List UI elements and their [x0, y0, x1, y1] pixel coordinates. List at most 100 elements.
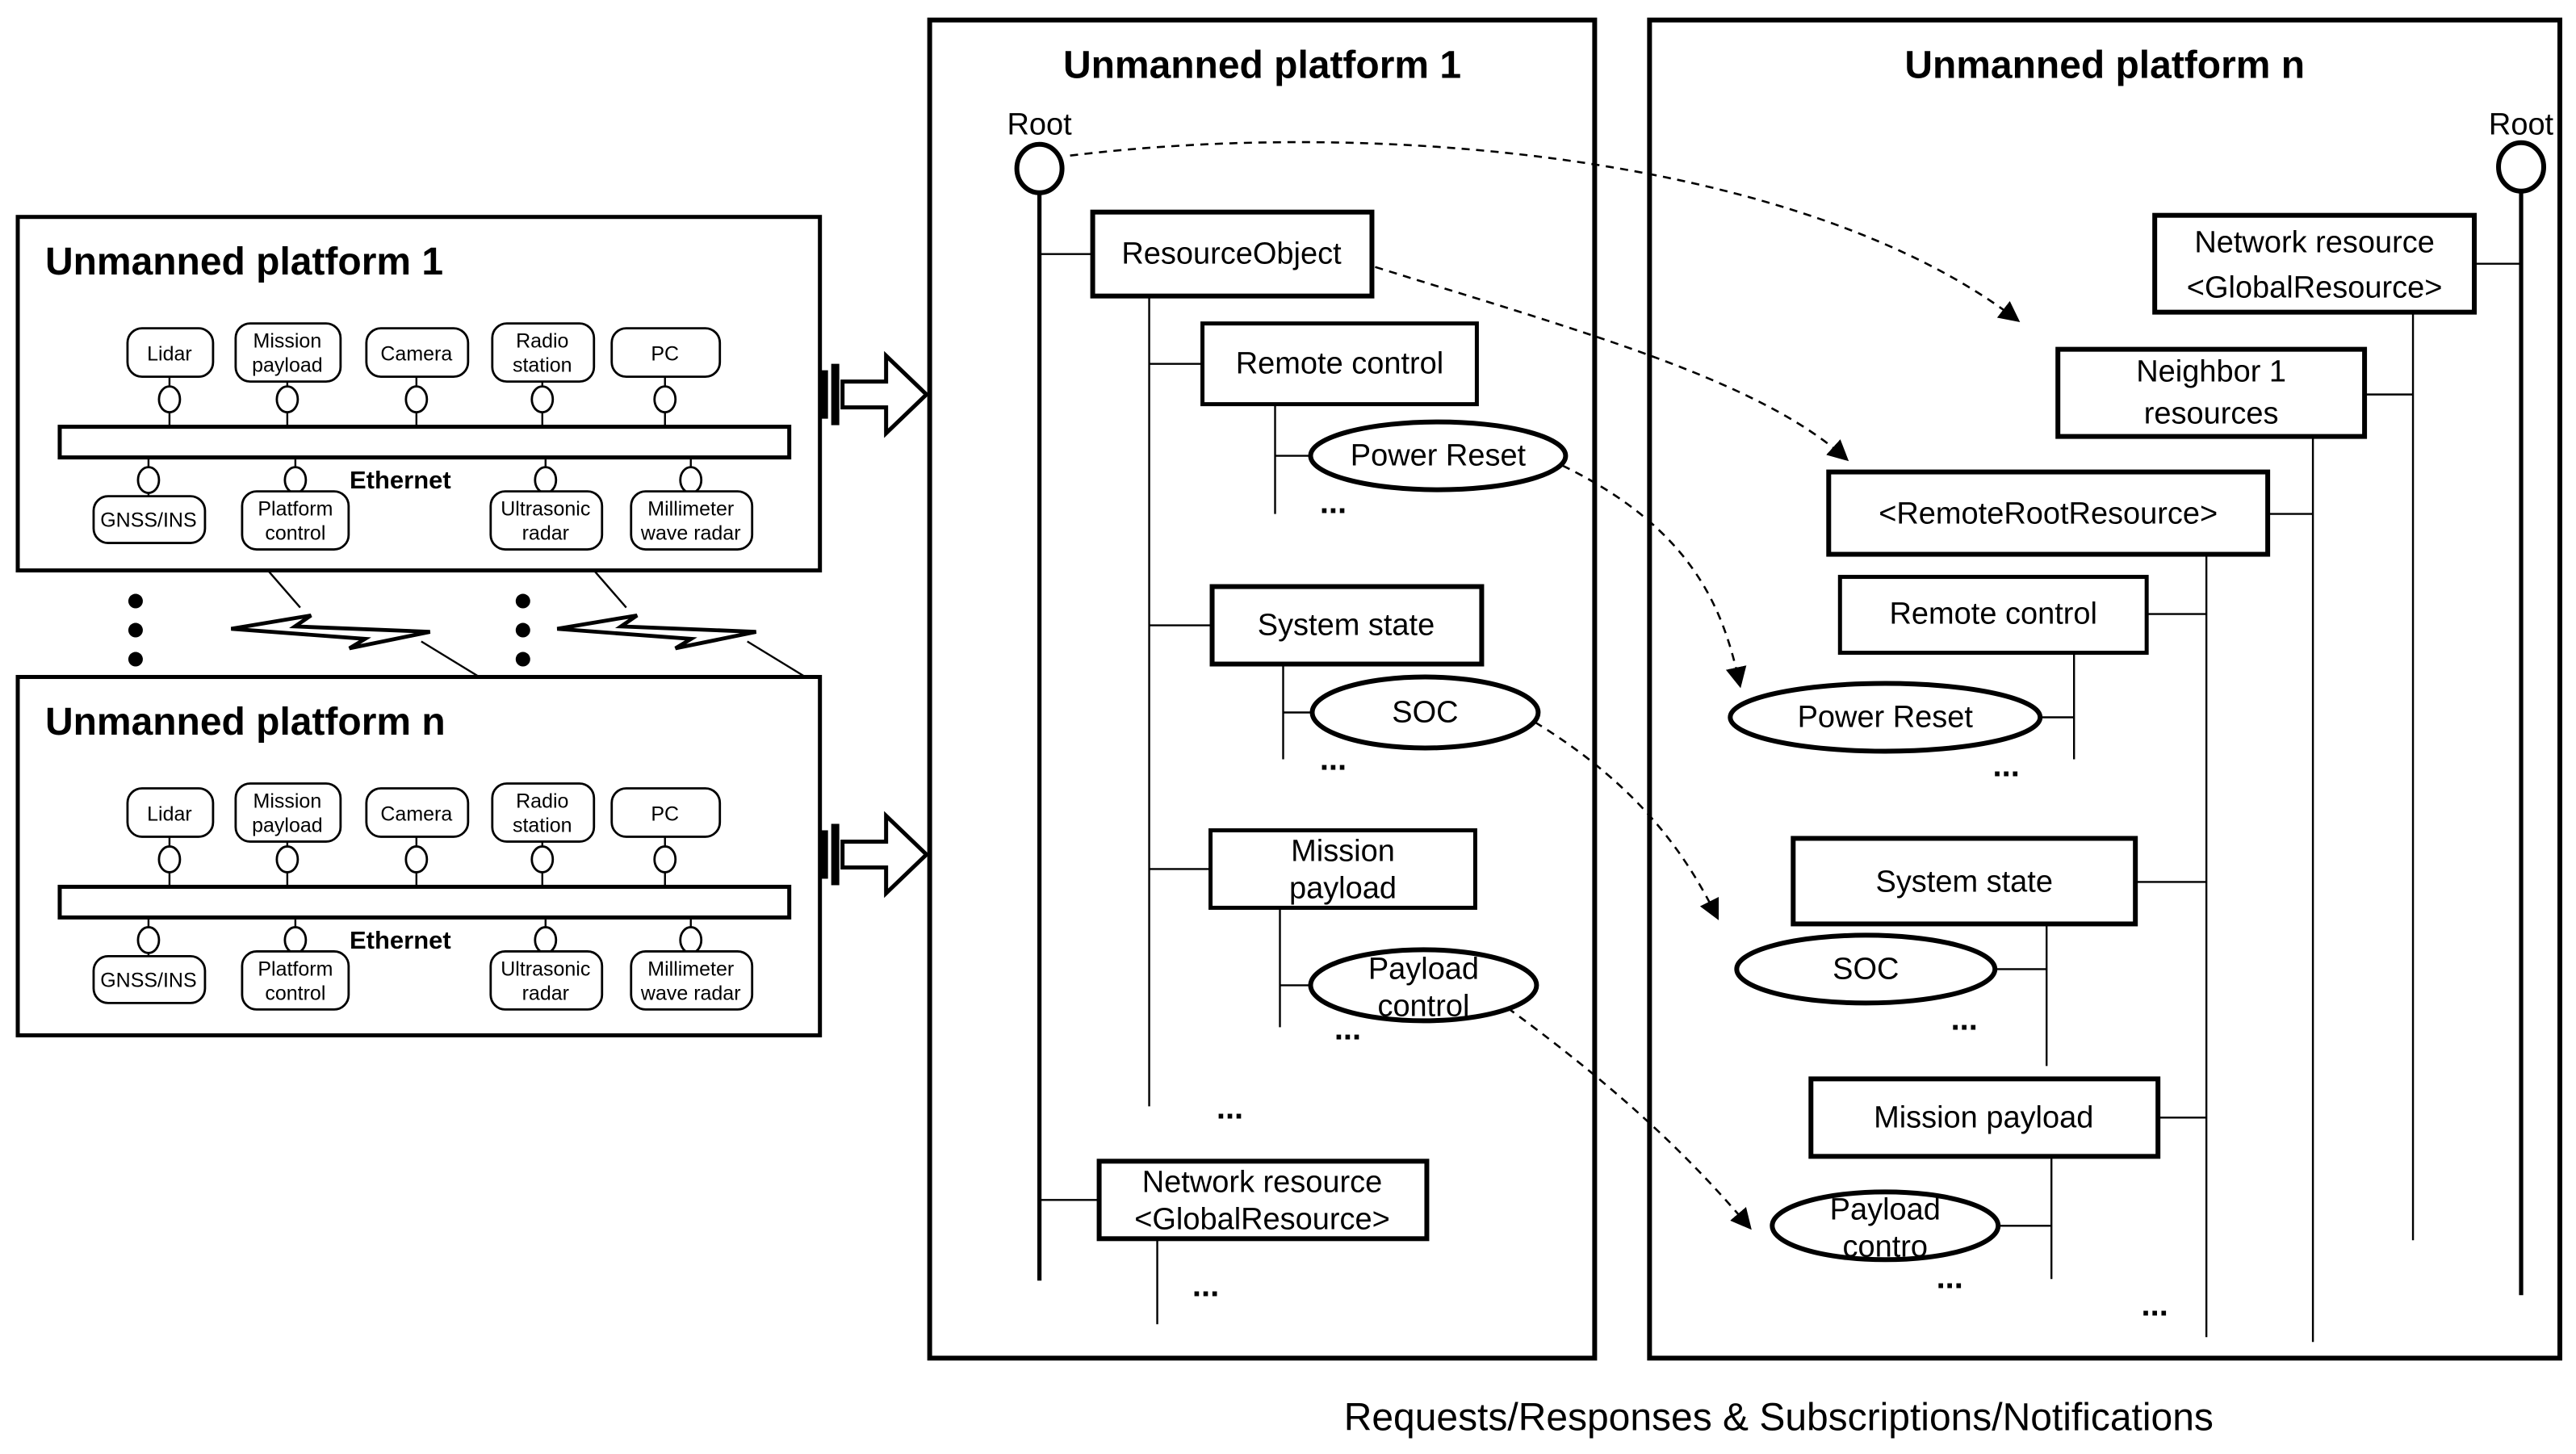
node-system-state: System state	[1791, 836, 2207, 1066]
node-mission-payload: Mission payload	[1808, 1076, 2207, 1280]
svg-text:SOC: SOC	[1833, 952, 1899, 986]
block-arrow-icon	[819, 811, 930, 899]
dashed-arrow-root-to-neighbor	[1070, 140, 2021, 323]
svg-text:System state: System state	[1876, 865, 2053, 899]
ethernet-bus	[57, 425, 792, 460]
ethernet-bus	[57, 884, 792, 920]
platform-n-resource-panel: Unmanned platform n Root Network resourc…	[1647, 17, 2563, 1361]
svg-text:ResourceObject: ResourceObject	[1121, 237, 1342, 271]
node-system-state: System state	[1149, 584, 1485, 760]
ellipsis: ...	[1217, 1090, 1243, 1125]
svg-text:GNSS/INS: GNSS/INS	[100, 969, 196, 991]
block-arrow-icon	[819, 350, 930, 438]
dashed-arrow-resourceobject-to-remoterootresource	[1375, 266, 1849, 462]
svg-text:GNSS/INS: GNSS/INS	[100, 509, 196, 532]
root-label: Root	[2489, 108, 2554, 142]
vertical-ellipsis-icon	[128, 593, 143, 667]
bus-taps-top	[157, 376, 677, 427]
panel-title: Unmanned platform 1	[1063, 44, 1461, 86]
root-label: Root	[1007, 108, 1072, 142]
svg-text:Mission payload: Mission payload	[1874, 1100, 2093, 1134]
device-camera: Camera	[365, 787, 470, 838]
node-network-resource: Network resource<GlobalResource> ...	[1039, 1159, 1430, 1325]
svg-text:Power Reset: Power Reset	[1798, 701, 1974, 735]
svg-text:Power Reset: Power Reset	[1351, 439, 1527, 473]
attr-power-reset: Power Reset ...	[1728, 681, 2075, 783]
device-gnss-ins: GNSS/INS	[92, 495, 207, 544]
ellipsis: ...	[1993, 748, 2020, 783]
root-node	[1014, 141, 1065, 195]
node-network-resource: Network resource<GlobalResource>	[2152, 212, 2522, 1241]
attr-soc: SOC ...	[1734, 932, 2047, 1037]
lightning-icon	[230, 569, 480, 678]
node-remote-control: Remote control	[1149, 321, 1479, 514]
root-node	[2496, 140, 2547, 194]
node-remote-root-resource: <RemoteRootResource>	[1826, 469, 2314, 1338]
dashed-arrow-soc	[1534, 721, 1719, 920]
ellipsis: ...	[1320, 485, 1347, 521]
ellipsis: ...	[1937, 1259, 1963, 1295]
platform-1-resource-panel: Unmanned platform 1 Root ResourceObject …	[927, 17, 1598, 1361]
ellipsis: ...	[1334, 1011, 1361, 1046]
svg-text:Camera: Camera	[380, 802, 452, 825]
ethernet-label: Ethernet	[350, 926, 451, 954]
platform-1-title: Unmanned platform 1	[45, 241, 443, 283]
ellipsis: ...	[1320, 741, 1347, 777]
dashed-arrow-payload-control	[1506, 1007, 1752, 1230]
svg-text:Lidar: Lidar	[147, 343, 192, 366]
svg-text:Network resource<GlobalResourc: Network resource<GlobalResource>	[1134, 1165, 1390, 1236]
panel-title: Unmanned platform n	[1904, 44, 2305, 86]
ellipsis: ...	[1192, 1268, 1219, 1303]
vertical-ellipsis-icon	[515, 593, 530, 667]
svg-text:Remote control: Remote control	[1889, 597, 2096, 631]
device-lidar: Lidar	[126, 327, 215, 379]
device-pc: PC	[610, 787, 722, 838]
lightning-icon	[556, 569, 806, 678]
ellipsis: ...	[2141, 1287, 2168, 1322]
device-camera: Camera	[365, 327, 470, 379]
bus-taps-top	[157, 836, 677, 887]
svg-text:PC: PC	[651, 343, 679, 366]
bus-taps-bottom	[136, 917, 703, 957]
svg-text:PC: PC	[651, 802, 679, 825]
svg-text:Remote control: Remote control	[1236, 347, 1443, 381]
svg-text:SOC: SOC	[1392, 696, 1458, 730]
device-pc: PC	[610, 327, 722, 379]
device-lidar: Lidar	[126, 787, 215, 838]
svg-text:Network resource<GlobalResourc: Network resource<GlobalResource>	[2187, 226, 2443, 305]
ellipsis: ...	[1951, 1001, 1978, 1037]
svg-text:System state: System state	[1258, 609, 1435, 643]
attr-power-reset: Power Reset ...	[1275, 419, 1569, 521]
bus-taps-bottom	[136, 457, 703, 497]
node-remote-control: Remote control	[1837, 575, 2207, 760]
attr-soc: SOC ...	[1283, 674, 1541, 777]
